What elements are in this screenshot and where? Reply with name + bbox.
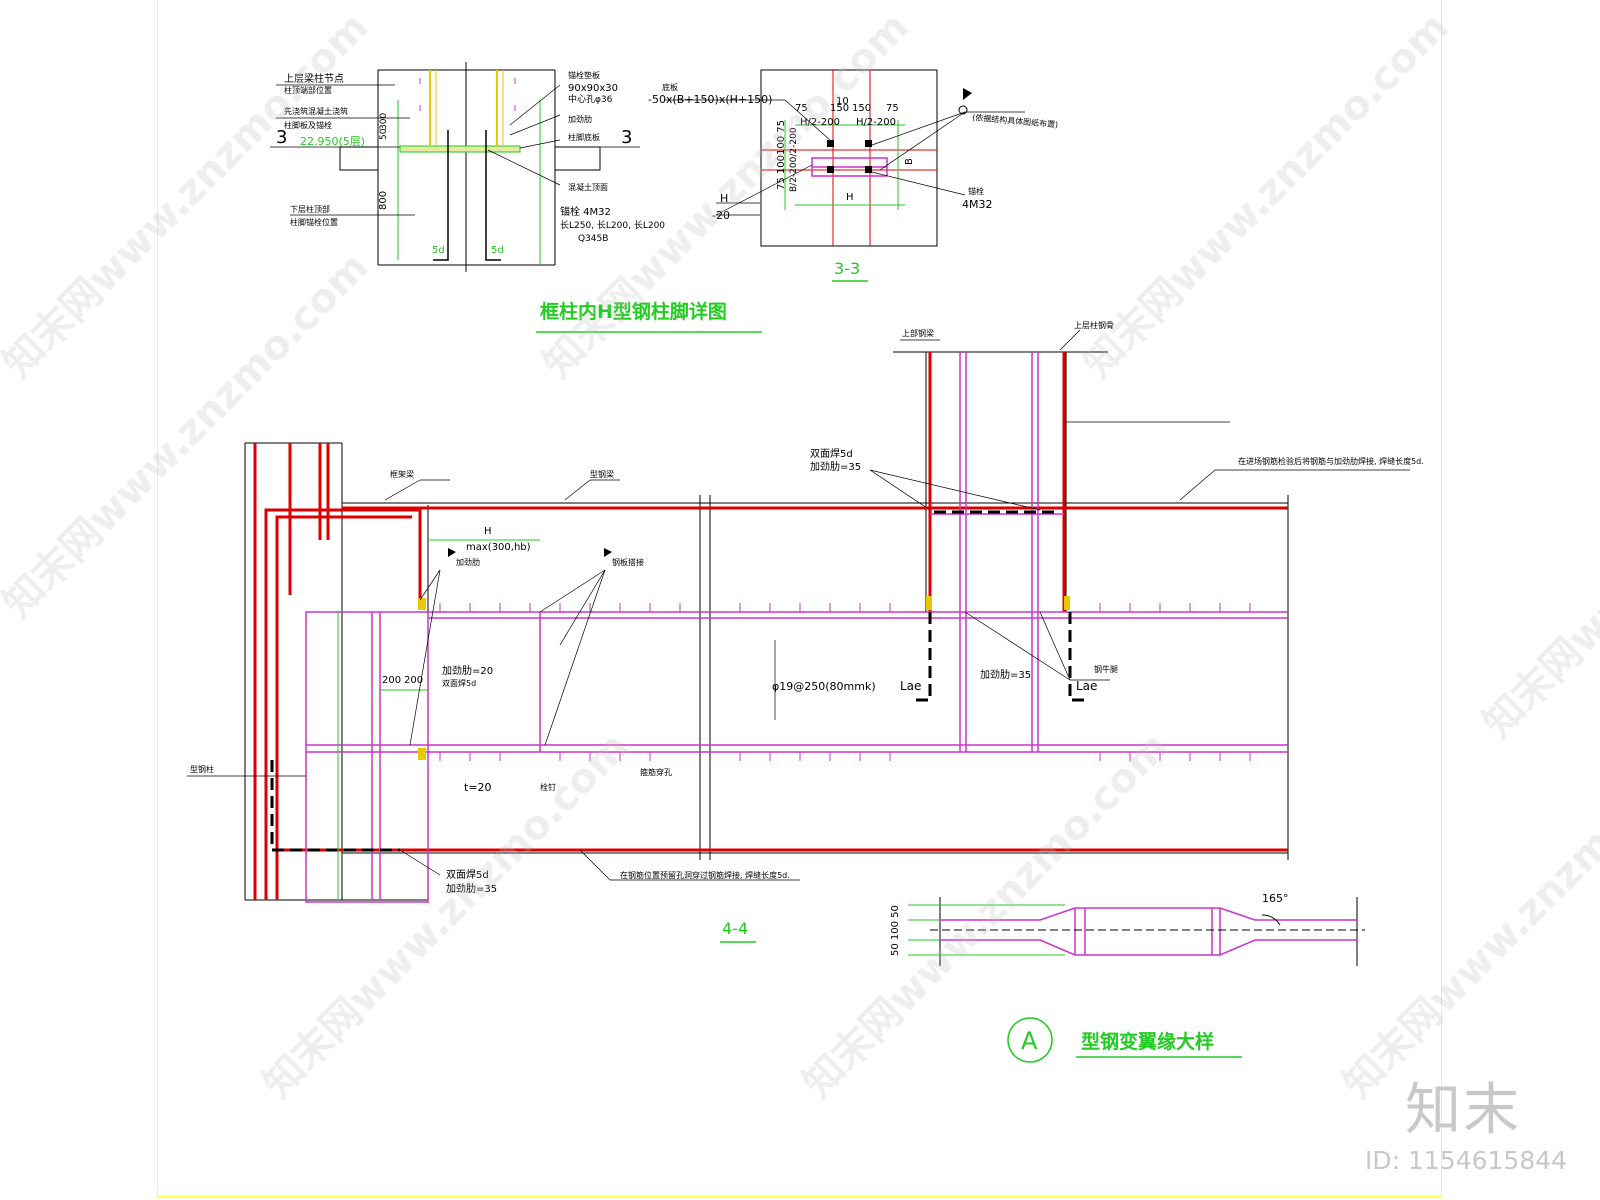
vertical-dims: 75 100100 75 (776, 120, 787, 190)
dim-150-b: 150 (852, 103, 871, 114)
note-left-5: 下层柱顶部 (290, 204, 330, 214)
bolt-spec-3: 4M32 (962, 198, 993, 211)
watermarks: 知末网www.znzmo.com 知末网www.znzmo.com 知末网www… (0, 4, 1600, 1107)
dim-200-left: 200 (382, 675, 401, 686)
dim-10: 10 (836, 96, 849, 107)
dim-5d-left: 5d (432, 245, 445, 256)
bolt-length: 长L250, 长L200, 长L200 (560, 219, 665, 231)
plate-20: -20 (712, 209, 730, 222)
plate-spec: -50x(B+150)x(H+150) (648, 93, 772, 106)
svg-text:知末网www.znzmo.com: 知末网www.znzmo.com (535, 4, 918, 387)
dim-5d-right: 5d (491, 245, 504, 256)
note-right-4: 混凝土顶面 (568, 182, 608, 192)
angle-165: 165° (1262, 892, 1289, 905)
detail-a: 165° 50 100 50 A 型钢变翼缘大样 (890, 892, 1365, 1063)
label-h-bottom: H (846, 192, 854, 203)
section-4-4-title: 4-4 (722, 919, 748, 938)
section-3-3-title: 3-3 (834, 259, 860, 278)
note-right-1: 锚栓垫板 (568, 70, 600, 80)
column-base-detail: 上层梁柱节点 柱顶端部位置 先浇筑混凝土浇筑 柱脚板及锚栓 下层柱顶部 柱脚锚栓… (270, 62, 762, 333)
note-left-1: 上层梁柱节点 (284, 72, 344, 85)
drawing-frame (157, 0, 1442, 1197)
weld-35-a: 加劲肋=35 (980, 668, 1031, 681)
dim-75-b: 75 (886, 103, 899, 114)
misc-label-4: 栓钉 (540, 782, 556, 792)
bolt-label: 锚栓 (968, 186, 984, 196)
dim-300: 300 (379, 113, 389, 130)
dim-50: 50 (379, 128, 389, 140)
detail-a-letter: A (1021, 1027, 1038, 1055)
brand-logo: 知末 (1405, 1078, 1521, 1143)
label-t20: t=20 (464, 781, 492, 794)
dim-200-right: 200 (404, 675, 423, 686)
dim-800: 800 (378, 191, 389, 210)
note-right-3-3: (依据结构具体图纸布置) (972, 112, 1059, 129)
label-h-left: H (720, 192, 728, 205)
bottom-5d: 双面焊5d (446, 869, 489, 881)
steel-grade: Q345B (578, 234, 608, 244)
weld-20: 加劲肋=20 (442, 664, 493, 677)
bolt-spec: 锚栓 4M32 (560, 205, 611, 218)
label-b: B (904, 158, 915, 165)
note-left-6: 柱脚锚栓位置 (290, 217, 338, 227)
section-mark-left: 3 (276, 127, 287, 148)
long-note-bottom: 在钢筋位置预留孔洞穿过钢筋焊接, 焊缝长度5d. (620, 870, 790, 880)
dim-75-a: 75 (795, 103, 808, 114)
svg-text:知末网www.znzmo.com: 知末网www.znzmo.com (255, 724, 638, 1107)
top-label-4: 上层柱钢骨 (1074, 320, 1114, 330)
svg-text:知末网www.znzmo.com: 知末网www.znzmo.com (1475, 364, 1600, 747)
misc-label-5: 箍筋穿孔 (640, 767, 672, 777)
top-35: 加劲肋=35 (810, 460, 861, 473)
label-max: max(300,hb) (466, 542, 531, 553)
brand-id: ID: 1154615844 (1365, 1146, 1568, 1175)
dim-150-a: 150 (830, 103, 849, 114)
misc-label-6: 型钢柱 (190, 764, 214, 774)
misc-label-1: 加劲肋 (456, 557, 480, 567)
svg-text:知末网www.znzmo.com: 知末网www.znzmo.com (1335, 724, 1600, 1107)
section-mark-right: 3 (621, 127, 632, 148)
section-4-4: H max(300,hb) 200 200 t=20 φ19@250(80mmk… (187, 320, 1424, 943)
note-left-2: 柱顶端部位置 (284, 85, 332, 95)
stud-spec: φ19@250(80mmk) (772, 680, 876, 693)
detail-a-title: 型钢变翼缘大样 (1081, 1030, 1214, 1053)
note-left-3: 先浇筑混凝土浇筑 (284, 106, 348, 116)
lae-left: Lae (900, 679, 921, 693)
bottom-35: 加劲肋=35 (446, 882, 497, 895)
misc-label-2: 钢板搭接 (612, 557, 644, 567)
note-right-2: 加劲肋 (568, 114, 592, 124)
label-h2-right: H/2-200 (856, 117, 896, 128)
top-label-1: 框架梁 (390, 469, 414, 479)
angle-size: 90x90x30 (568, 83, 618, 94)
label-h: H (484, 526, 492, 537)
note-right-3: 柱脚底板 (568, 132, 600, 142)
note-left-4: 柱脚板及锚栓 (284, 120, 332, 130)
detail-a-circle (1007, 1017, 1053, 1063)
section-3-3: 底板 -50x(B+150)x(H+150) 75 150 150 75 H/2… (648, 69, 1059, 282)
detail1-title: 框柱内H型钢柱脚详图 (540, 300, 727, 323)
lae-right: Lae (1076, 679, 1097, 693)
svg-text:知末网www.znzmo.com: 知末网www.znzmo.com (1075, 4, 1458, 387)
hole-note: 中心孔φ36 (568, 93, 613, 105)
misc-label-3: 钢牛腿 (1094, 664, 1118, 674)
elevation-label: 22.950(5层) (300, 135, 365, 148)
vertical-dims-2: B/2-200/2-200 (789, 127, 799, 192)
label-h2-left: H/2-200 (800, 117, 840, 128)
long-note-top: 在进场钢筋检验后将钢筋与加劲肋焊接, 焊缝长度5d. (1238, 456, 1424, 466)
dims-a: 50 100 50 (890, 905, 901, 956)
top-label-2: 型钢梁 (590, 469, 614, 479)
top-label-3: 上部钢梁 (902, 328, 934, 338)
plate-label: 底板 (662, 82, 678, 92)
weld-5d: 双面焊5d (442, 678, 476, 688)
top-5d: 双面焊5d (810, 448, 853, 460)
